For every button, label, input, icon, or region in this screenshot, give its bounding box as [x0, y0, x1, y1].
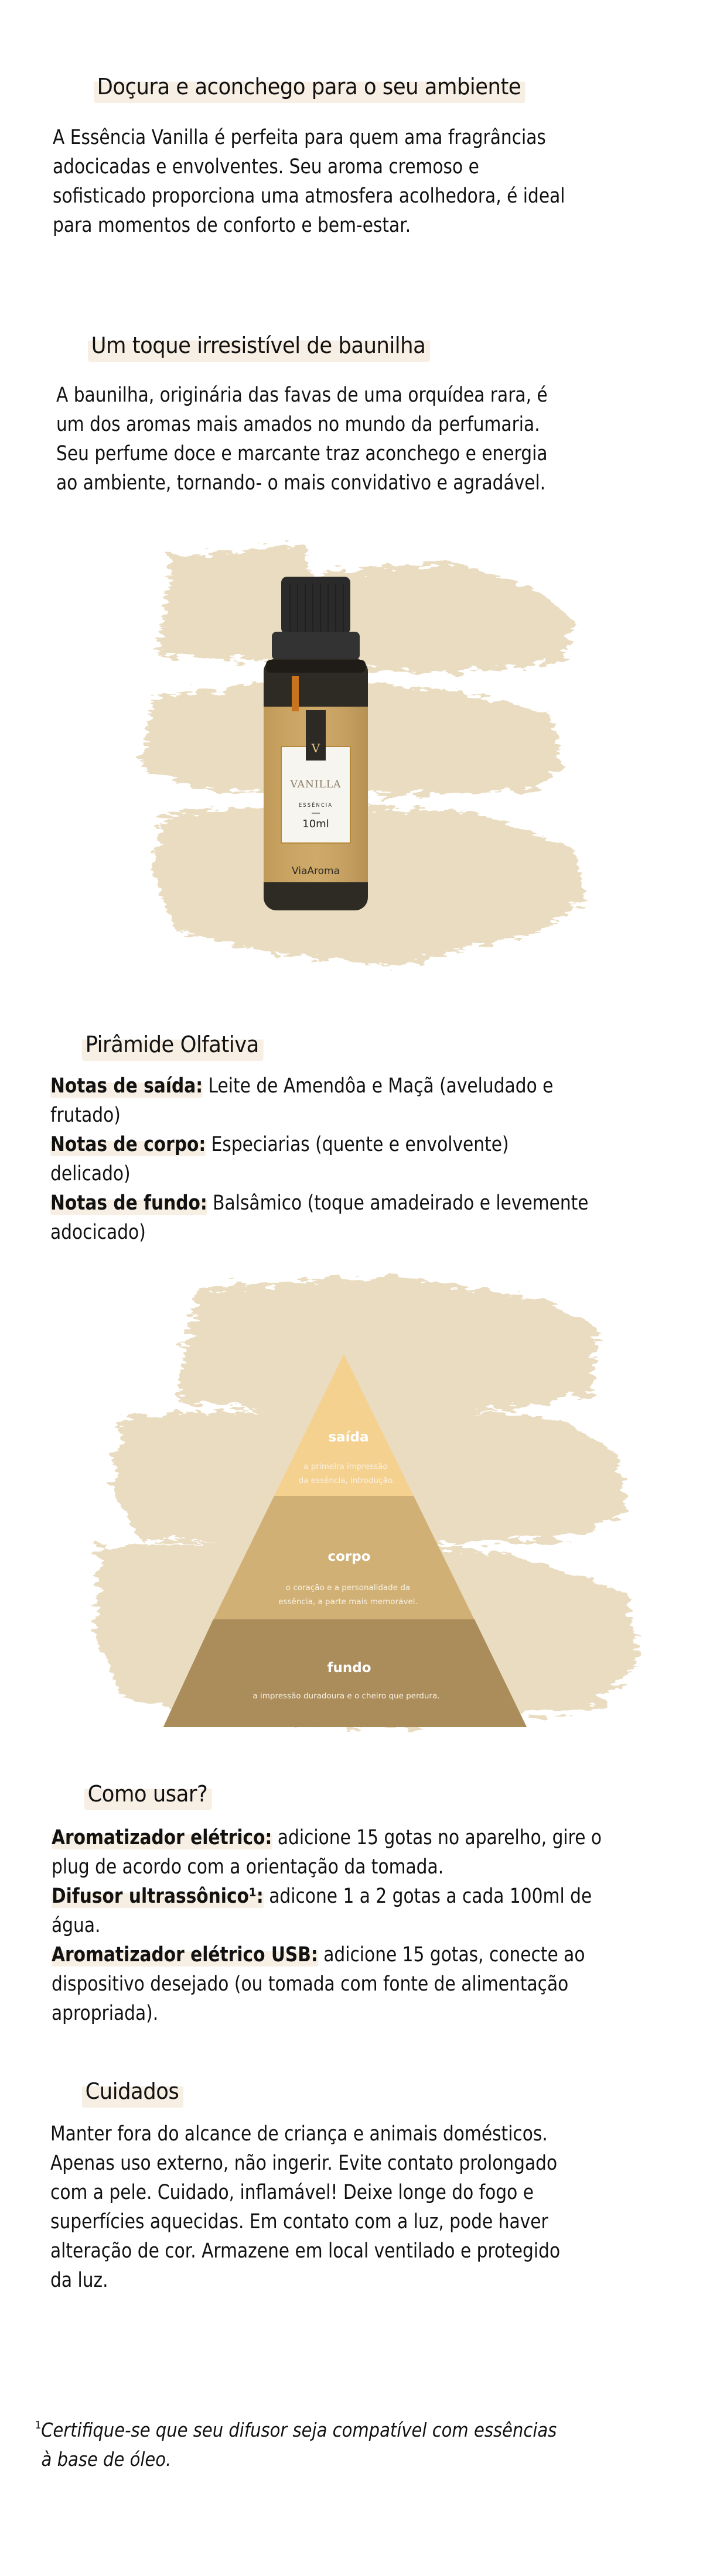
- usage-item: Aromatizador elétrico: adicione 15 gotas…: [52, 1823, 703, 1852]
- care-line: alteração de cor. Armazene em local vent…: [50, 2239, 561, 2263]
- care-line: com a pele. Cuidado, inflamável! Deixe l…: [50, 2181, 534, 2204]
- bottle-cap-icon: [281, 577, 350, 634]
- usage-text: adicione 15 gotas no aparelho, gire o: [272, 1826, 602, 1849]
- care-heading: Cuidados: [82, 2077, 183, 2108]
- bottle-label-volume: 10ml: [302, 818, 329, 830]
- vanilla-line: um dos aromas mais amados no mundo da pe…: [56, 413, 540, 436]
- pyramid-middle-tier: [213, 1496, 475, 1620]
- usage-cont: plug de acordo com a orientação da tomad…: [52, 1855, 444, 1879]
- intro-paragraph: A Essência Vanilla é perfeita para quem …: [53, 123, 698, 240]
- bottle-brand: ViaAroma: [292, 865, 340, 877]
- usage-text: adicone 1 a 2 gotas a cada 100ml de: [263, 1885, 592, 1908]
- note-label: Notas de saída:: [50, 1074, 203, 1098]
- pyramid-middle-desc: o coração e a personalidade da: [286, 1583, 410, 1592]
- product-brush-background: [141, 544, 586, 966]
- usage-cont: dispositivo desejado (ou tomada com font…: [52, 1972, 569, 1996]
- brand-logo-icon: V: [311, 741, 320, 755]
- usage-cont: apropriada).: [52, 2002, 159, 2025]
- product-bottle-image: V VANILLA ESSÊNCIA 10ml ViaAroma: [264, 577, 368, 910]
- pyramid-top-title: saída: [328, 1430, 368, 1445]
- footnote: 1Certifique-se que seu difusor seja comp…: [35, 2411, 703, 2474]
- note-cont: delicado): [50, 1162, 131, 1186]
- pyramid-bottom-desc: a impressão duradoura e o cheiro que per…: [252, 1691, 439, 1701]
- footnote-line: 1Certifique-se que seu difusor seja comp…: [35, 2411, 703, 2445]
- intro-line: adocicadas e envolventes. Seu aroma crem…: [53, 155, 479, 179]
- pyramid-top-tier: [274, 1354, 414, 1496]
- note-middle: Notas de corpo: Especiarias (quente e en…: [50, 1130, 703, 1159]
- pyramid-top-desc: da essência, introdução.: [299, 1476, 395, 1485]
- pyramid-middle-desc: essência, a parte mais memorável.: [278, 1597, 418, 1606]
- usage-text: adicione 15 gotas, conecte ao: [318, 1943, 585, 1967]
- pyramid-top-desc: a primeira impressão: [303, 1462, 387, 1471]
- bottle-label-type: ESSÊNCIA: [299, 801, 333, 809]
- usage-item: Aromatizador elétrico USB: adicione 15 g…: [52, 1940, 703, 1969]
- vanilla-paragraph: A baunilha, originária das favas de uma …: [56, 381, 701, 498]
- vanilla-line: Seu perfume doce e marcante traz aconche…: [56, 442, 548, 465]
- pyramid-bottom-title: fundo: [327, 1660, 371, 1676]
- note-label: Notas de corpo:: [50, 1133, 206, 1156]
- usage-label: Aromatizador elétrico:: [52, 1826, 272, 1849]
- care-paragraph: Manter fora do alcance de criança e anim…: [50, 2119, 703, 2295]
- vanilla-heading: Um toque irresistível de baunilha: [88, 331, 430, 362]
- footnote-marker: 1: [35, 2419, 42, 2431]
- usage-heading: Como usar?: [84, 1780, 212, 1810]
- intro-line: sofisticado proporciona uma atmosfera ac…: [53, 184, 565, 208]
- care-line: Manter fora do alcance de criança e anim…: [50, 2122, 548, 2146]
- intro-line: A Essência Vanilla é perfeita para quem …: [53, 126, 546, 149]
- note-text: Especiarias (quente e envolvente): [206, 1133, 509, 1156]
- note-text: Leite de Amendôa e Maçã (aveludado e: [203, 1074, 554, 1098]
- notes-list: Notas de saída: Leite de Amendôa e Maçã …: [50, 1071, 703, 1247]
- vanilla-line: ao ambiente, tornando- o mais convidativ…: [56, 471, 546, 495]
- note-cont: frutado): [50, 1104, 121, 1127]
- pyramid-middle-title: corpo: [327, 1549, 370, 1564]
- pyramid-bottom-tier: [163, 1619, 527, 1727]
- usage-label: Difusor ultrassônico¹:: [52, 1885, 264, 1908]
- intro-line: para momentos de conforto e bem-estar.: [53, 214, 411, 237]
- pyramid-heading: Pirâmide Olfativa: [82, 1030, 264, 1061]
- note-text: Balsâmico (toque amadeirado e levemente: [207, 1191, 589, 1215]
- bottle-label-name: VANILLA: [290, 779, 342, 790]
- note-cont: adocicado): [50, 1221, 146, 1244]
- intro-heading: Doçura e aconchego para o seu ambiente: [94, 73, 525, 103]
- note-top: Notas de saída: Leite de Amendôa e Maçã …: [50, 1071, 703, 1101]
- vanilla-line: A baunilha, originária das favas de uma …: [56, 383, 548, 407]
- note-label: Notas de fundo:: [50, 1191, 207, 1215]
- usage-item: Difusor ultrassônico¹: adicone 1 a 2 got…: [52, 1882, 703, 1911]
- care-line: Apenas uso externo, não ingerir. Evite c…: [50, 2152, 558, 2175]
- care-line: superfícies aquecidas. Em contato com a …: [50, 2210, 548, 2234]
- olfactory-pyramid-diagram: saída a primeira impressão da essência, …: [163, 1354, 527, 1727]
- note-bottom: Notas de fundo: Balsâmico (toque amadeir…: [50, 1188, 703, 1218]
- footnote-text: Certifique-se que seu difusor seja compa…: [41, 2419, 557, 2441]
- usage-cont: água.: [52, 1914, 101, 1937]
- footnote-line: à base de óleo.: [41, 2448, 172, 2471]
- care-line: da luz.: [50, 2269, 108, 2292]
- usage-list: Aromatizador elétrico: adicione 15 gotas…: [52, 1823, 703, 2028]
- usage-label: Aromatizador elétrico USB:: [52, 1943, 318, 1967]
